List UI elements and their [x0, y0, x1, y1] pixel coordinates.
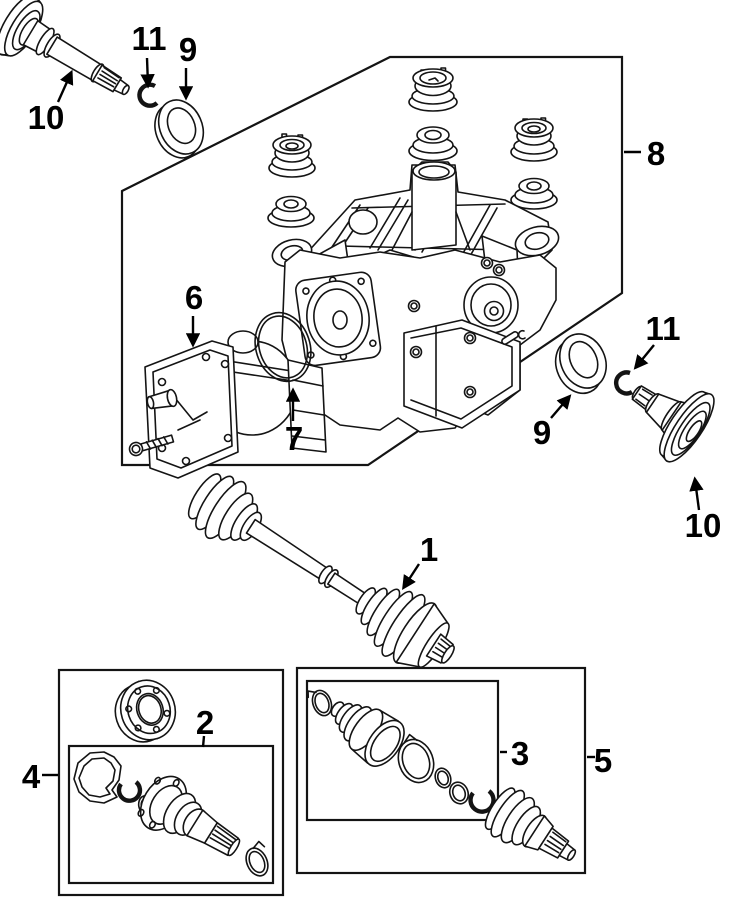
mount-bushing-washer: [510, 177, 558, 210]
actuator-motor: [144, 330, 327, 479]
callout-5[interactable]: 5: [594, 742, 612, 779]
callout-9-right[interactable]: 9: [533, 414, 551, 451]
cv-boot: [330, 701, 405, 767]
callout-4[interactable]: 4: [22, 758, 41, 795]
callout-9-left[interactable]: 9: [179, 31, 197, 68]
o-ring: [254, 311, 312, 383]
callout-3[interactable]: 3: [511, 735, 529, 772]
callout-10-left[interactable]: 10: [28, 99, 65, 136]
leader-arrow-11-right: [633, 344, 655, 370]
leader-arrow-10-left: [56, 69, 74, 103]
boot-clamp: [245, 840, 269, 877]
mount-bushing-washer: [267, 195, 315, 228]
mount-bushing-cap: [408, 67, 458, 112]
leader-arrow-9-right: [550, 394, 572, 419]
output-shaft-left: [0, 0, 130, 96]
snap-ring-inner-joint: [116, 780, 143, 803]
gasket: [73, 751, 122, 804]
snap-ring-boot-kit: [468, 789, 496, 814]
kit-box-outer-right: [295, 666, 587, 875]
kit-box-inner-left: [67, 744, 275, 885]
mount-bushing-cap: [510, 117, 558, 162]
shaft-seal-left: [154, 99, 205, 159]
callout-11-right[interactable]: 11: [646, 310, 681, 347]
callout-8[interactable]: 8: [647, 135, 665, 172]
flange-ring: [114, 679, 177, 743]
washer-ring: [448, 781, 470, 805]
mount-bushing-washer: [408, 126, 458, 162]
leader-lines: [42, 57, 704, 777]
washer-ring: [434, 767, 452, 789]
leader-arrow-11-left: [140, 57, 155, 89]
leader-arrow-10-right: [689, 476, 704, 511]
boot-clamp-large: [397, 733, 435, 784]
mount-bushing-cap: [268, 133, 316, 178]
callout-7[interactable]: 7: [285, 420, 303, 457]
boot-clamp-small: [307, 689, 333, 717]
snap-ring-right: [614, 370, 634, 396]
assembly-frame-box: [120, 55, 624, 467]
mounting-bolt: [128, 434, 175, 457]
callout-1[interactable]: 1: [420, 531, 438, 568]
differential-housing: [271, 161, 560, 433]
leader-line-2: [201, 735, 206, 748]
bolt-head: [407, 256, 506, 399]
snap-ring-left: [137, 82, 159, 108]
callout-11-left[interactable]: 11: [132, 20, 167, 57]
callout-2[interactable]: 2: [196, 704, 214, 741]
kit-box-outer-left: [57, 668, 285, 897]
callout-6[interactable]: 6: [185, 279, 203, 316]
cv-outer-joint: [484, 787, 577, 862]
cv-inner-joint: [137, 775, 241, 857]
callout-10-right[interactable]: 10: [685, 507, 722, 544]
shaft-seal-right: [554, 333, 607, 395]
axle-shaft: [187, 473, 455, 668]
output-shaft-right: [631, 385, 715, 463]
kit-box-inner-right: [305, 679, 500, 822]
leader-arrow-1: [402, 563, 421, 591]
